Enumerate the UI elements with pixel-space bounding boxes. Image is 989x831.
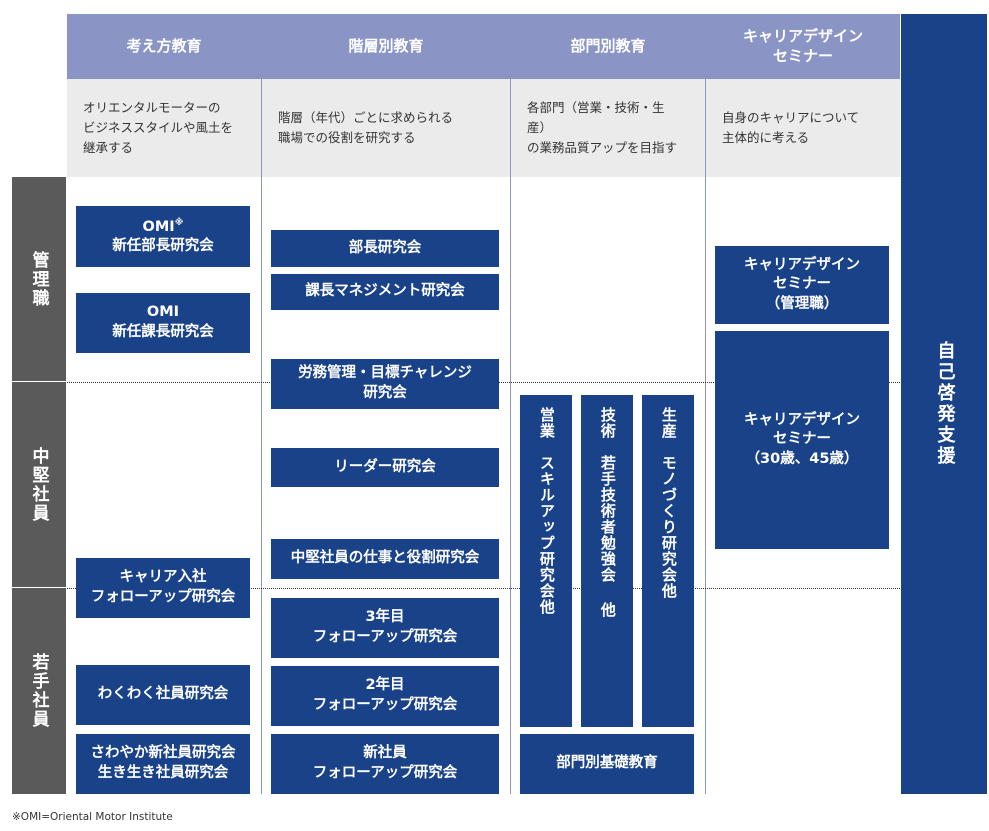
omi-new-department-head-seminar: OMI※ 新任部長研究会: [76, 206, 250, 267]
wakuwaku-employee-seminar: わくわく社員研究会: [76, 665, 250, 725]
sawayaka-ikiiki-seminar: さわやか新社員研究会 生き生き社員研究会: [76, 734, 250, 794]
level-divider: [67, 588, 900, 589]
desc-department: 各部門（営業・技術・生産） の業務品質アップを目指す: [511, 79, 705, 177]
tech-young-engineer-study: 技術 若手技術者勉強会 他: [581, 395, 633, 727]
header-hierarchy: 階層別教育: [262, 14, 510, 79]
leader-seminar: リーダー研究会: [271, 448, 499, 487]
second-year-followup-seminar: 2年目 フォローアップ研究会: [271, 666, 499, 726]
career-design-seminar-manager: キャリアデザイン セミナー （管理職）: [715, 246, 889, 324]
desc-career: 自身のキャリアについて 主体的に考える: [706, 79, 900, 177]
column-divider: [261, 14, 262, 794]
desc-philosophy: オリエンタルモーターの ビジネススタイルや風土を 継承する: [67, 79, 261, 177]
level-management: 管理職: [12, 177, 66, 381]
header-department: 部門別教育: [511, 14, 705, 79]
mid-career-role-seminar: 中堅社員の仕事と役割研究会: [271, 539, 499, 579]
omi-label: OMI: [142, 218, 175, 235]
omi-new-section-head-seminar: OMI 新任課長研究会: [76, 293, 250, 353]
level-label: 管理職: [28, 250, 49, 308]
desc-hierarchy: 階層（年代）ごとに求められる 職場での役割を研究する: [262, 79, 510, 177]
column-divider: [510, 14, 511, 794]
level-mid-career: 中堅社員: [12, 382, 66, 587]
level-label: 中堅社員: [28, 446, 49, 523]
footnote: ※OMI=Oriental Motor Institute: [12, 811, 173, 823]
seminar-label: 新任部長研究会: [112, 237, 214, 254]
header-career: キャリアデザイン セミナー: [706, 14, 900, 79]
labor-management-seminar: 労務管理・目標チャレンジ 研究会: [271, 359, 499, 409]
level-young: 若手社員: [12, 588, 66, 794]
department-head-seminar: 部長研究会: [271, 230, 499, 267]
department-basic-education: 部門別基礎教育: [520, 734, 694, 794]
sales-skillup-seminar: 営業 スキルアップ研究会他: [520, 395, 572, 727]
section-head-management-seminar: 課長マネジメント研究会: [271, 274, 499, 310]
self-development-label: 自己啓発支援: [934, 341, 956, 467]
sales-label: 営業 スキルアップ研究会他: [537, 407, 556, 615]
level-label: 若手社員: [28, 653, 49, 729]
footnote-mark: ※: [174, 217, 184, 228]
self-development-support: 自己啓発支援: [901, 14, 987, 794]
career-design-seminar-age: キャリアデザイン セミナー （30歳、45歳）: [715, 331, 889, 549]
tech-label: 技術 若手技術者勉強会 他: [598, 407, 617, 618]
production-label: 生産 モノづくり研究会他: [659, 407, 678, 599]
production-monozukuri-seminar: 生産 モノづくり研究会他: [642, 395, 694, 727]
third-year-followup-seminar: 3年目 フォローアップ研究会: [271, 598, 499, 658]
header-philosophy: 考え方教育: [67, 14, 261, 79]
new-employee-followup-seminar: 新社員 フォローアップ研究会: [271, 734, 499, 794]
career-hire-followup-seminar: キャリア入社 フォローアップ研究会: [76, 558, 250, 618]
column-divider: [705, 14, 706, 794]
